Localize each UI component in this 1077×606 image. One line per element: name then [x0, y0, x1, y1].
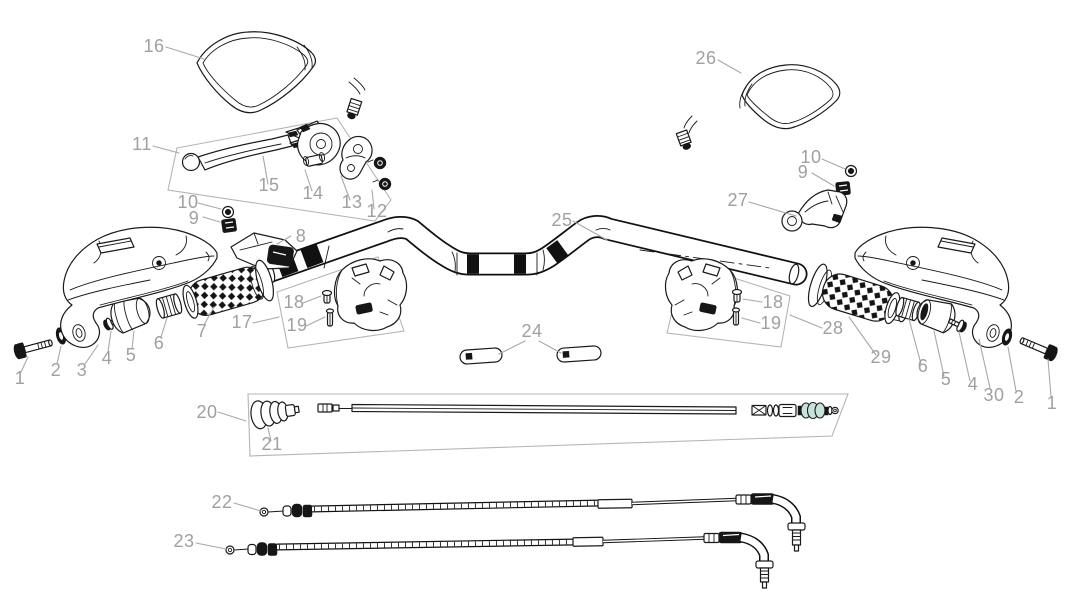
brake-lever: [181, 125, 313, 172]
lever-pivot-pin: [302, 152, 326, 167]
callout-15: 15: [258, 175, 279, 195]
callout-18-right: 18: [762, 292, 783, 312]
callout-13: 13: [341, 192, 362, 212]
callout-26: 26: [695, 48, 716, 68]
mirror-left: [196, 31, 367, 120]
callout-10-left: 10: [177, 192, 198, 212]
callout-3: 3: [77, 360, 88, 380]
callout-29: 29: [870, 347, 891, 367]
end-cap-right: [916, 299, 956, 334]
callout-30: 30: [983, 385, 1004, 405]
nut-left: [221, 205, 235, 219]
washer-right: [1001, 328, 1013, 346]
master-cylinder-body: [296, 120, 341, 166]
lever-bracket: [339, 135, 373, 180]
mirror-clamp-right: [781, 189, 848, 232]
callout-1-left: 1: [15, 368, 26, 388]
switch-housing-left: [333, 258, 408, 332]
callout-9-right: 9: [798, 162, 809, 182]
callout-labels: 16 11 15 14 13 12 10 9 8 25 26 10 9 27 1…: [15, 36, 1058, 551]
callout-5-right: 5: [941, 369, 952, 389]
callout-5-left: 5: [126, 345, 137, 365]
handlebar-band: [300, 243, 324, 269]
callout-6-right: 6: [918, 356, 929, 376]
callout-9-left: 9: [189, 208, 200, 228]
callout-7: 7: [197, 321, 208, 341]
throttle-cable-assembly: [250, 400, 839, 430]
callout-24: 24: [521, 321, 542, 341]
bar-pads: [459, 345, 602, 365]
guard-bolt-right: [947, 318, 967, 333]
cable-upper: [259, 493, 806, 552]
handlebar-band: [546, 240, 569, 264]
callout-19-left: 19: [286, 315, 307, 335]
switch-screw-short-right: [731, 288, 743, 303]
cable-boot: [250, 400, 300, 430]
callout-1-right: 1: [1047, 393, 1058, 413]
brake-lever-assembly: [181, 120, 392, 191]
callout-4-right: 4: [968, 374, 979, 394]
callout-28: 28: [822, 318, 843, 338]
square-nut-left: [221, 218, 237, 233]
callout-6-left: 6: [154, 333, 165, 353]
grip-left: [182, 259, 275, 319]
bolt-left: [13, 339, 53, 360]
spacer-left: [155, 293, 183, 319]
callout-25: 25: [551, 210, 572, 230]
callout-17: 17: [231, 312, 252, 332]
callout-27: 27: [727, 190, 748, 210]
callout-4-left: 4: [102, 348, 113, 368]
brake-lever-group-box: [167, 117, 392, 222]
callout-11: 11: [132, 134, 152, 154]
callout-2-right: 2: [1014, 387, 1025, 407]
switch-screw-long-left: [325, 308, 335, 327]
end-cap-left: [110, 297, 151, 334]
callout-18-left: 18: [283, 292, 304, 312]
callout-8: 8: [296, 226, 307, 246]
callout-16: 16: [143, 36, 164, 56]
callout-2-left: 2: [51, 360, 62, 380]
callout-21: 21: [261, 434, 282, 454]
bolt-right: [1019, 337, 1058, 362]
callout-10-right: 10: [800, 147, 821, 167]
callout-22: 22: [211, 492, 232, 512]
throttle-grip: [807, 263, 910, 325]
mirror-right: [675, 64, 841, 150]
cable-lower: [225, 531, 774, 589]
leader-lines: [20, 46, 1052, 550]
bracket-bolts: [367, 156, 392, 191]
throttle-cable-group-box: [247, 393, 849, 457]
callout-12: 12: [366, 201, 387, 221]
callout-23: 23: [173, 531, 194, 551]
callout-19-right: 19: [760, 313, 781, 333]
switch-housing-right: [664, 258, 739, 332]
nut-right: [844, 164, 858, 178]
callout-20: 20: [196, 402, 217, 422]
switch-screw-short-left: [321, 289, 333, 304]
callout-14: 14: [302, 183, 323, 203]
switch-screw-long-right: [731, 307, 741, 326]
